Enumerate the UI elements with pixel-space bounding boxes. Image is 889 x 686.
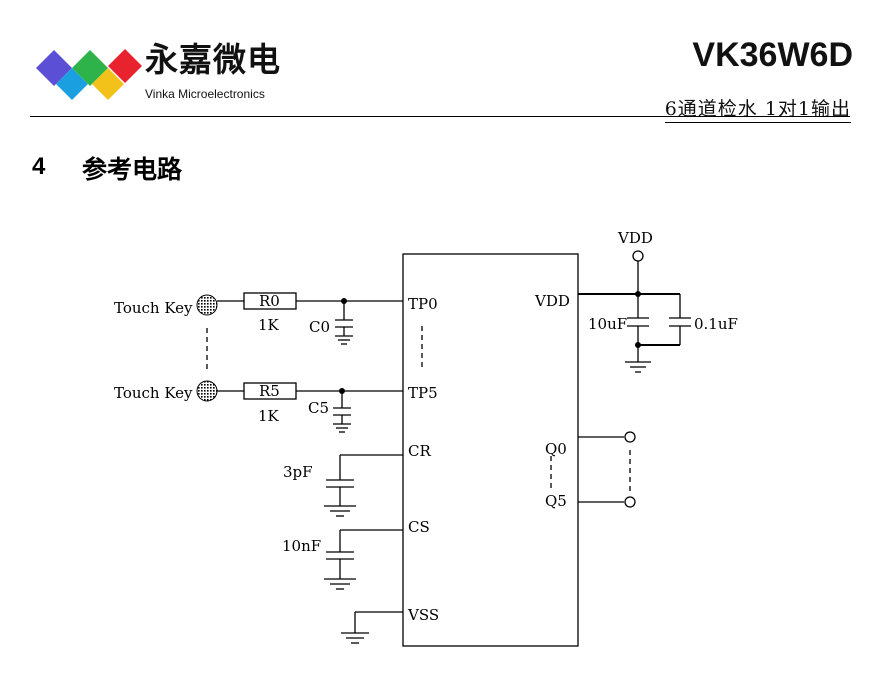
pin-cs: CS — [408, 518, 430, 536]
pin-vss: VSS — [407, 606, 439, 624]
r5-label: R5 — [259, 382, 280, 400]
junction-dot — [341, 298, 347, 304]
q5-terminal — [624, 496, 636, 508]
logo-diamond-yellow — [92, 68, 124, 100]
ic-chip-body — [402, 253, 579, 647]
logo-diamond-red — [108, 49, 142, 83]
part-number: VK36W6D — [692, 36, 853, 74]
vinka-logo-mark — [36, 49, 142, 100]
r5-value: 1K — [258, 407, 280, 425]
c0-label: C0 — [309, 318, 330, 336]
cs-cap-value: 10nF — [282, 537, 321, 555]
q0-terminal — [624, 431, 636, 443]
r0-value: 1K — [258, 316, 280, 334]
logo-english-name: Vinka Microelectronics — [145, 87, 265, 101]
r0-label: R0 — [259, 292, 280, 310]
vdd-terminal — [632, 250, 644, 262]
junction-dot — [635, 291, 641, 297]
touch-key-pad-0 — [196, 294, 218, 316]
header-divider — [30, 116, 850, 117]
pin-q0: Q0 — [545, 440, 567, 458]
junction-dot — [339, 388, 345, 394]
pin-tp5: TP5 — [408, 384, 438, 402]
section-title: 参考电路 — [82, 155, 183, 184]
touch-key-label-5: Touch Key — [114, 384, 193, 402]
pin-tp0: TP0 — [408, 295, 438, 313]
cr-cap-value: 3pF — [283, 463, 313, 481]
touch-key-pad-5 — [196, 380, 218, 402]
pin-vdd: VDD — [534, 292, 570, 310]
vdd-cap-10uf: 10uF — [588, 315, 627, 333]
part-description: 6通道检水 1对1输出 — [664, 94, 851, 123]
vdd-cap-0-1uf: 0.1uF — [694, 315, 738, 333]
vdd-supply-label: VDD — [617, 229, 653, 247]
section-number: 4 — [32, 153, 46, 180]
junction-dot — [635, 342, 641, 348]
pin-cr: CR — [408, 442, 431, 460]
pin-q5: Q5 — [545, 492, 567, 510]
c5-label: C5 — [308, 399, 329, 417]
logo-chinese-name: 永嘉微电 — [145, 40, 281, 79]
touch-key-label-0: Touch Key — [114, 299, 193, 317]
